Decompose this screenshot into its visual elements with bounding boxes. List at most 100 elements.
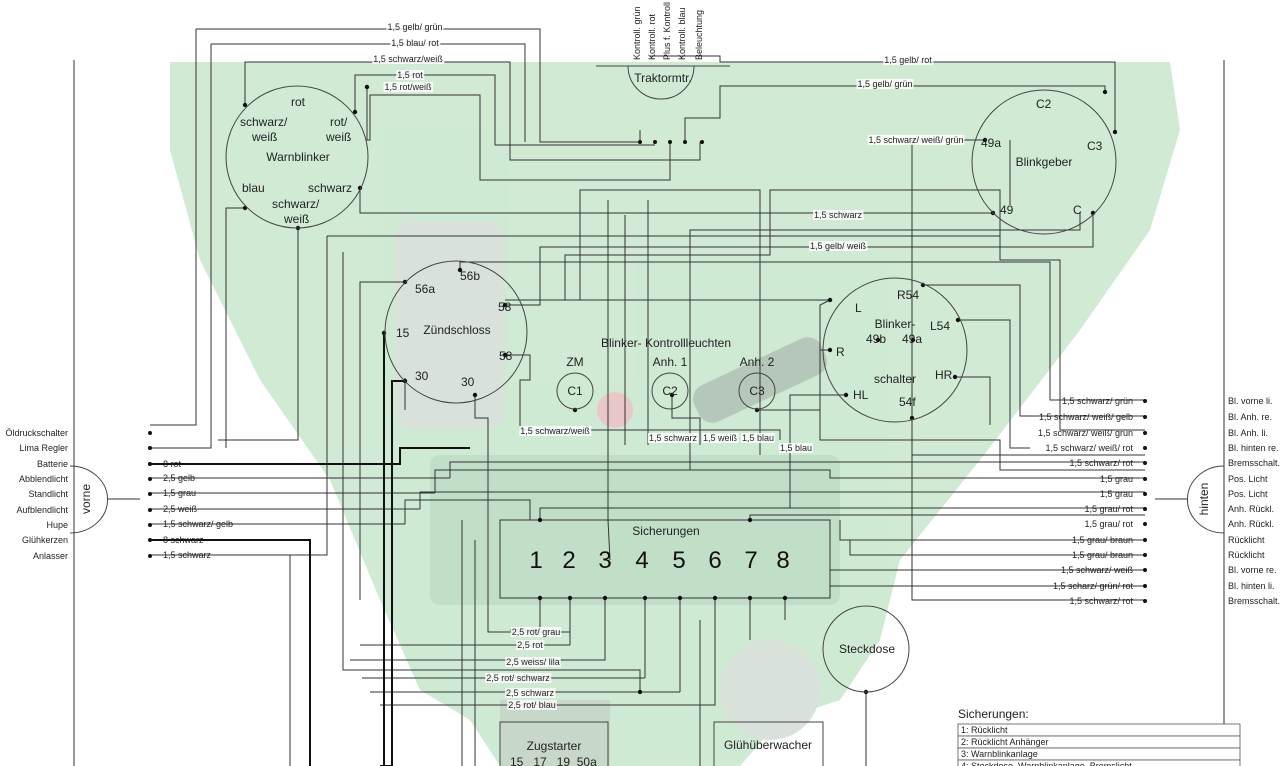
warnblinker-terminal-rot-weiss-2: weiß <box>325 130 351 144</box>
warnblinker-label: Warnblinker <box>266 150 330 164</box>
rear-item-label: Pos. Licht <box>1228 474 1268 484</box>
blinkgeber-label: Blinkgeber <box>1016 155 1073 169</box>
front-item-label: Anlasser <box>33 551 68 561</box>
zugstarter-label: Zugstarter <box>527 739 582 753</box>
blinkgeber-terminal-49a: 49a <box>981 136 1001 150</box>
front-item-label: Batterie <box>37 459 68 469</box>
wire-label: 2,5 weiss/ lila <box>506 657 560 667</box>
rear-wire-label: 1,5 grau <box>1100 474 1133 484</box>
rear-wire-label: 1,5 schwarz/ weiß/ rot <box>1045 443 1133 453</box>
traktor-pin-label: Beleuchtung <box>694 10 704 60</box>
blinkerschalter-terminal-r: R <box>836 345 845 359</box>
lamp-anh2-top: Anh. 2 <box>740 355 775 369</box>
blinkerschalter-terminal-54f: 54f <box>899 395 916 409</box>
wire-label: 2,5 rot/ grau <box>512 627 561 637</box>
lamp-c1: C1 <box>567 384 583 398</box>
fuse-number-6: 6 <box>708 547 721 574</box>
traktor-pin-label: Kontroll. grün <box>632 6 642 60</box>
rear-wire-label: 1,5 scharz/ grün/ rot <box>1053 581 1134 591</box>
rear-wire-label: 1,5 schwarz/ rot <box>1069 596 1133 606</box>
wire-label: 1,5 gelb/ rot <box>884 55 932 65</box>
wire-label: 1,5 blau/ rot <box>391 38 439 48</box>
wire-label: 1,5 schwarz/weiß <box>520 426 590 436</box>
warnblinker-terminal-schwarz: schwarz <box>308 181 352 195</box>
traktormtr-label: Traktormtr. <box>634 71 692 85</box>
wire-label: 1,5 blau <box>780 443 812 453</box>
front-item-label: Hupe <box>46 520 68 530</box>
zuendschloss-terminal-30-1: 30 <box>415 369 429 383</box>
hinten-connector: hinten <box>1187 465 1225 534</box>
rear-item-label: Anh. Rückl. <box>1228 519 1274 529</box>
rear-wire-label: 1,5 grau/ rot <box>1084 504 1133 514</box>
wire-label: 1,5 schwarz <box>814 210 863 220</box>
kontrollleuchten-title: Blinker- Kontrollleuchten <box>601 336 731 350</box>
wire-label: 1,5 rot/weiß <box>384 82 432 92</box>
front-wire-label: 1,5 schwarz/ gelb <box>163 519 233 529</box>
blinkerschalter: R54 L Blinker- L54 49b 49a R schalter HR… <box>822 277 968 423</box>
hinten-label: hinten <box>1197 483 1211 516</box>
rear-item-label: Bl. Anh. li. <box>1228 428 1268 438</box>
rear-wire-label: 1,5 schwarz/ rot <box>1069 458 1133 468</box>
warnblinker-terminal-schwarz-weiss-4: weiß <box>283 212 309 226</box>
rear-item-label: Bremsschalt. <box>1228 458 1280 468</box>
zuendschloss: 56b 56a 58 15 Zündschloss 58 30 30 <box>384 260 528 404</box>
warnblinker: rot schwarz/ weiß rot/ weiß Warnblinker … <box>225 85 369 229</box>
lamp-zm-top: ZM <box>566 355 583 369</box>
fuse-number-2: 2 <box>562 547 575 574</box>
rear-wire-label: 1,5 schwarz/ weiß <box>1061 565 1134 575</box>
glueh: Glühüberwacher <box>713 721 824 766</box>
traktor-pin-label: Kontroll. blau <box>677 7 687 60</box>
wire-label: 1,5 schwarz <box>649 433 698 443</box>
front-wire-label: 8 schwarz <box>163 535 204 545</box>
zuendschloss-terminal-56a: 56a <box>415 282 435 296</box>
wire-label: 1,5 rot <box>397 70 423 80</box>
zuendschloss-terminal-58-1: 58 <box>498 300 512 314</box>
kontrollleuchten: Blinker- Kontrollleuchten ZM C1 Anh. 1 C… <box>556 336 776 410</box>
front-item-label: Lima Regler <box>19 443 68 453</box>
legend-row: 1: Rücklicht <box>961 725 1008 735</box>
traktor-pin-dot <box>638 140 642 144</box>
front-wire-label: 2,5 weiß <box>163 504 198 514</box>
zuendschloss-label: Zündschloss <box>423 323 490 337</box>
wire-label: 1,5 gelb/ grün <box>387 22 442 32</box>
lamp-c2: C2 <box>662 384 678 398</box>
zugstarter: Zugstarter 15 17 19 50a <box>499 721 609 766</box>
vorne-connector: vorne <box>69 465 109 534</box>
zuendschloss-terminal-15: 15 <box>396 326 410 340</box>
traktor-pin-dot <box>668 140 672 144</box>
wire-label: 1,5 schwarz/weiß <box>373 54 443 64</box>
front-wire-label: 2,5 gelb <box>163 473 195 483</box>
legend-row: 3: Warnblinkanlage <box>961 749 1038 759</box>
fuse-number-5: 5 <box>672 547 685 574</box>
blinkgeber-terminal-c: C <box>1073 203 1082 217</box>
rear-wire-label: 1,5 schwarz/ weiß/ gelb <box>1039 412 1133 422</box>
rear-item-label: Bl. hinten li. <box>1228 581 1275 591</box>
front-item-label: Glühkerzen <box>22 535 68 545</box>
zuendschloss-terminal-58-2: 58 <box>499 349 513 363</box>
blinkerschalter-terminal-l54: L54 <box>930 319 950 333</box>
vorne-label: vorne <box>79 484 93 514</box>
rear-item-label: Bl. vorne li. <box>1228 396 1273 406</box>
front-wire-label: 1,5 schwarz <box>163 550 212 560</box>
blinkerschalter-label-1: Blinker- <box>875 317 916 331</box>
traktor-pin-dot <box>700 140 704 144</box>
wire-label: 1,5 weiß <box>703 433 738 443</box>
blinkgeber: C2 49a C3 Blinkgeber 49 C <box>971 89 1117 235</box>
rear-item-label: Rücklicht <box>1228 535 1265 545</box>
rear-wire-label: 1,5 grau/ rot <box>1084 519 1133 529</box>
fuse-number-1: 1 <box>529 547 542 574</box>
rear-item-label: Rücklicht <box>1228 550 1265 560</box>
wire-label: 2,5 rot/ blau <box>508 700 556 710</box>
blinkerschalter-label-2: schalter <box>874 372 916 386</box>
blinkerschalter-terminal-l: L <box>855 301 862 315</box>
warnblinker-terminal-schwarz-weiss-2: weiß <box>251 130 277 144</box>
wire-label: 1,5 gelb/ grün <box>857 79 912 89</box>
wire-label: 1,5 schwarz/ weiß/ grün <box>868 135 963 145</box>
steckdose-label: Steckdose <box>839 642 895 656</box>
rear-item-label: Bremsschalt. <box>1228 596 1280 606</box>
wire-label: 2,5 rot <box>517 640 543 650</box>
